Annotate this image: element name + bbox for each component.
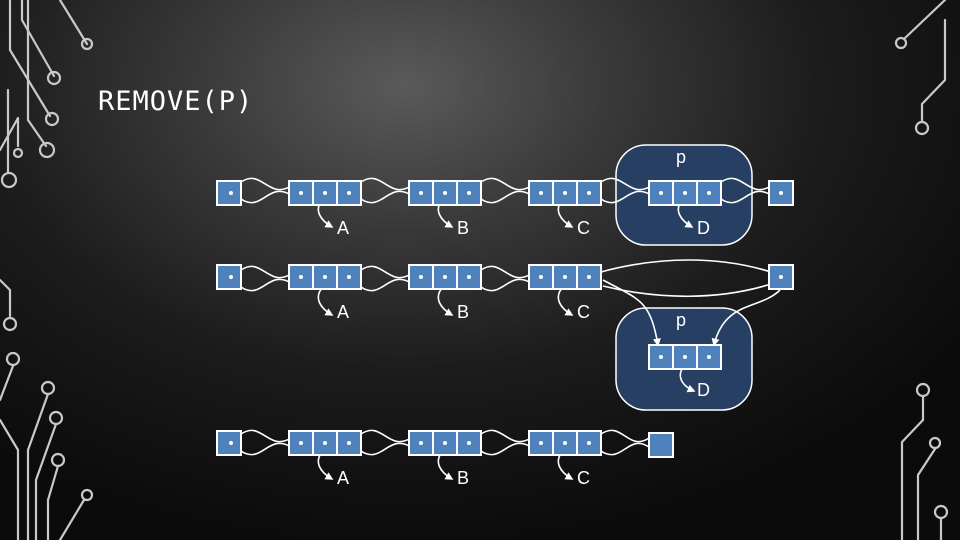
pointer-label-p: p: [676, 147, 686, 167]
element-label-a: A: [337, 468, 349, 488]
row-unlinking: p: [216, 259, 794, 411]
element-label-d: D: [697, 380, 710, 400]
row-before: p: [216, 144, 794, 246]
element-label-c: C: [577, 218, 590, 238]
slide-title: REMOVE(P): [98, 86, 254, 117]
element-label-a: A: [337, 218, 349, 238]
element-label-b: B: [457, 468, 469, 488]
row-after: A B C: [216, 429, 674, 488]
pointer-label-p: p: [676, 310, 686, 330]
element-label-d: D: [697, 218, 710, 238]
element-label-a: A: [337, 302, 349, 322]
element-label-b: B: [457, 302, 469, 322]
element-label-c: C: [577, 468, 590, 488]
element-label-b: B: [457, 218, 469, 238]
element-label-c: C: [577, 302, 590, 322]
